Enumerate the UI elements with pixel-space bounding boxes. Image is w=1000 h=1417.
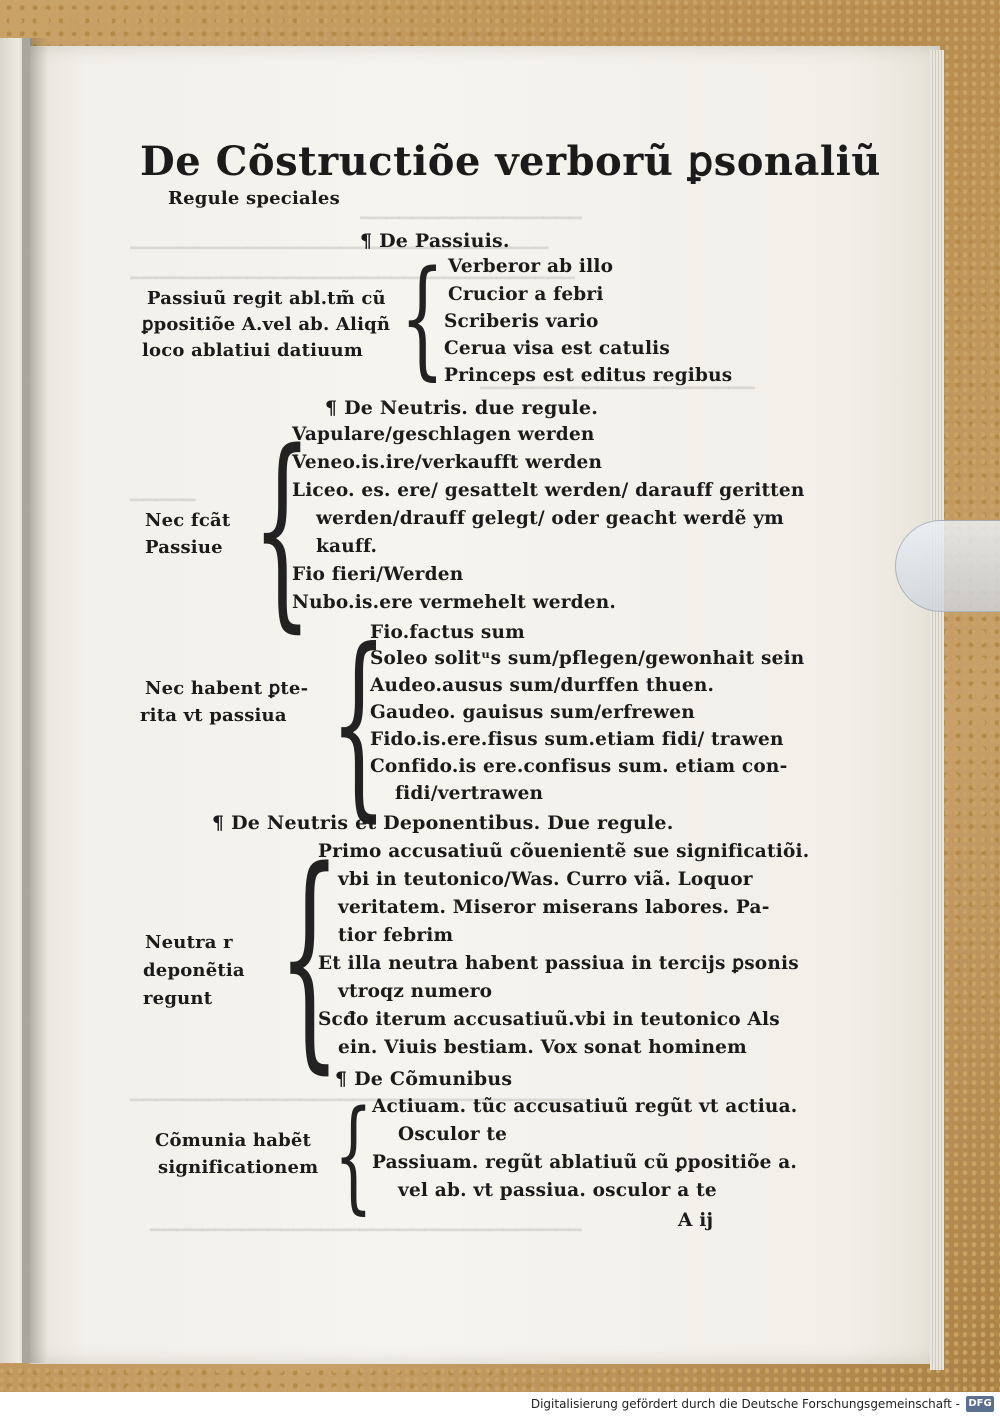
page-clip (895, 520, 1000, 612)
side-note: Passiuũ regit abl.tm̃ cũ (147, 288, 386, 309)
show-through: ▁▁▁▁▁▁▁▁▁▁▁▁▁▁▁▁▁▁▁▁▁▁▁▁▁▁▁▁▁▁▁▁▁▁▁ (130, 1082, 588, 1102)
text-line: Liceo. es. ere/ gesattelt werden/ darauf… (292, 480, 805, 501)
text-line: vbi in teutonico/Was. Curro viã. Loquor (338, 869, 753, 890)
show-through: ▁▁▁▁▁▁▁▁▁▁▁▁▁▁▁▁▁▁▁▁▁▁▁▁▁▁▁▁▁▁▁▁▁ (150, 1212, 582, 1232)
text-line: tior febrim (338, 925, 454, 946)
gutter-shadow (22, 38, 48, 1363)
text-line: Confido.is ere.confisus sum. etiam con- (370, 756, 788, 777)
brace-icon: { (334, 1084, 373, 1226)
text-line: Fio fieri/Werden (292, 564, 464, 585)
text-line: Scđo iterum accusatiuũ.vbi in teutonico … (318, 1009, 780, 1030)
side-note: Passiue (145, 537, 223, 558)
text-line: ein. Viuis bestiam. Vox sonat hominem (338, 1037, 747, 1058)
side-note: ꝑpositiõe A.vel ab. Aliqñ (142, 314, 391, 335)
page-title: De Cõstructiõe verborũ ꝑsonaliũ (140, 138, 881, 185)
side-note: significationem (158, 1157, 319, 1178)
section-heading-neutris: ¶ De Neutris. due regule. (325, 397, 599, 419)
text-line: kauff. (316, 536, 378, 557)
text-line: Actiuam. tũc accusatiuũ regũt vt actiua. (372, 1096, 798, 1117)
text-line: Soleo solitᵘs sum/pflegen/gewonhait sein (370, 648, 805, 669)
page-leaf (30, 46, 940, 1364)
show-through: ▁▁▁▁▁▁▁▁▁▁▁▁▁▁▁▁▁▁▁▁▁ (480, 370, 755, 390)
section-heading-communibus: ¶ De Cõmunibus (335, 1068, 513, 1090)
text-line: Fido.is.ere.fisus sum.etiam fidi/ trawen (370, 729, 784, 750)
text-line: Veneo.is.ire/verkaufft werden (292, 452, 603, 473)
brace-icon: { (252, 406, 313, 651)
side-note: Cõmunia habẽt (155, 1130, 312, 1151)
section-heading-deponentibus: ¶ De Neutris et Deponentibus. Due regule… (212, 812, 674, 834)
text-line: Princeps est editus regibus (444, 365, 733, 386)
text-line: Fio.factus sum (370, 622, 525, 643)
show-through: ▁▁▁▁▁ (130, 482, 196, 502)
side-note: deponẽtia (143, 960, 245, 981)
section-heading-passiuis: ¶ De Passiuis. (360, 230, 510, 252)
side-note: Nec habent ꝑte- (145, 678, 309, 699)
text-line: Cerua visa est catulis (444, 338, 671, 359)
text-line: veritatem. Miseror miserans labores. Pa- (338, 897, 770, 918)
footer-credit: Digitalisierung gefördert durch die Deut… (530, 1397, 960, 1411)
text-line: Nubo.is.ere vermehelt werden. (292, 592, 617, 613)
text-line: Scriberis vario (444, 311, 599, 332)
brace-icon: { (400, 244, 445, 393)
text-line: Gaudeo. gauisus sum/erfrewen (370, 702, 695, 723)
text-line: Crucior a febri (448, 284, 604, 305)
side-note: rita vt passiua (140, 705, 287, 726)
side-note: Nec fcãt (145, 510, 231, 531)
side-note: regunt (143, 988, 213, 1009)
page-stack-edge (930, 50, 944, 1370)
text-line: Passiuam. regũt ablatiuũ cũ ꝑpositiõe a. (372, 1152, 798, 1173)
text-line: fidi/vertrawen (395, 783, 544, 804)
brace-icon: { (278, 821, 341, 1094)
show-through: ▁▁▁▁▁▁▁▁▁▁▁▁▁▁▁▁▁ (360, 200, 583, 220)
show-through: ▁▁▁▁▁▁▁▁▁▁▁▁▁▁▁▁▁▁▁▁▁▁▁▁▁▁▁▁▁▁▁▁ (130, 230, 549, 250)
text-line: werden/drauff gelegt/ oder geacht werdẽ … (316, 508, 784, 529)
text-line: Primo accusatiuũ cõuenientẽ sue signific… (318, 841, 810, 862)
show-through: ▁▁▁▁▁▁▁▁▁▁▁▁▁▁▁▁▁▁▁▁▁▁▁▁▁▁▁▁▁▁▁▁▁▁ (130, 260, 575, 280)
page-subtitle: Regule speciales (168, 188, 340, 209)
text-line: Et illa neutra habent passiua in tercijs… (318, 953, 799, 974)
side-note: loco ablatiui datiuum (142, 340, 363, 361)
side-note: Neutra r (145, 932, 233, 953)
text-line: Osculor te (398, 1124, 508, 1145)
brace-icon: { (330, 607, 388, 840)
text-line: Audeo.ausus sum/durffen thuen. (370, 675, 715, 696)
text-line: Verberor ab illo (448, 256, 614, 277)
dfg-logo: DFG (966, 1396, 994, 1412)
text-line: vtroqz numero (338, 981, 493, 1002)
footer-bar (0, 1392, 1000, 1417)
signature-mark: A ij (678, 1210, 714, 1231)
text-line: vel ab. vt passiua. osculor a te (398, 1180, 717, 1201)
text-line: Vapulare/geschlagen werden (292, 424, 595, 445)
